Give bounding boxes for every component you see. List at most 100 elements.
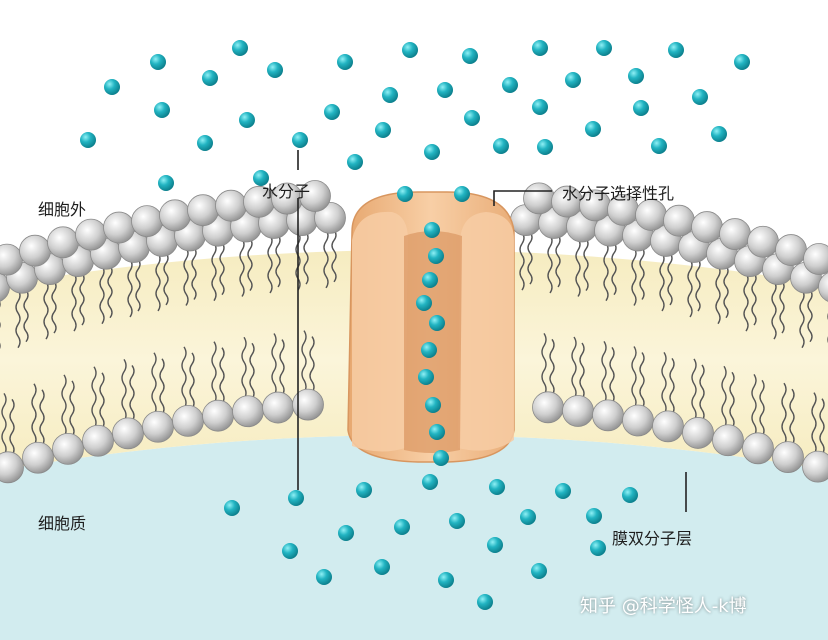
water-molecule <box>253 170 269 186</box>
lipid-head <box>19 234 51 267</box>
lipid-tail <box>267 234 273 294</box>
water-molecule <box>493 138 509 154</box>
label-bilayer: 膜双分子层 <box>612 529 693 548</box>
water-molecule <box>433 450 449 466</box>
lipid-tail <box>527 231 533 285</box>
lipid-head <box>112 417 144 450</box>
lipid-tail <box>155 252 161 312</box>
lipid-tail <box>771 280 777 340</box>
lipid-tail <box>721 365 727 429</box>
water-molecule <box>537 139 553 155</box>
lipid-tail <box>31 383 37 447</box>
lipid-tail <box>729 371 735 429</box>
water-molecule <box>418 369 434 385</box>
lipid-tail <box>519 231 525 291</box>
lipid-head <box>803 243 828 275</box>
water-molecule <box>232 40 248 56</box>
lipid-tail <box>275 234 281 288</box>
water-molecule <box>449 513 465 529</box>
lipid-tail <box>181 346 187 410</box>
lipid-tail <box>39 389 45 447</box>
water-molecule <box>292 132 308 148</box>
lipid-tail <box>61 374 67 438</box>
lipid-tail <box>819 398 825 456</box>
lipid-head <box>652 410 684 443</box>
lipid-tail <box>211 242 217 302</box>
label-selective-pore: 水分子选择性孔 <box>562 184 675 203</box>
lipid-tail <box>687 258 693 318</box>
water-molecule <box>596 40 612 56</box>
lipid-tail <box>639 247 645 300</box>
lipid-tail <box>639 352 645 409</box>
lipid-head <box>202 399 234 432</box>
lipid-head <box>818 272 828 302</box>
water-molecule <box>104 79 120 95</box>
lipid-head <box>172 404 204 437</box>
label-water-molecule: 水分子 <box>262 182 311 201</box>
lipid-tail <box>129 364 135 422</box>
water-molecule <box>590 540 606 556</box>
water-molecule <box>487 537 503 553</box>
lipid-tail <box>743 272 749 332</box>
lipid-head <box>47 226 79 259</box>
water-molecule <box>422 474 438 490</box>
lipid-head <box>719 218 751 250</box>
lipid-head <box>299 180 331 212</box>
lipid-tail <box>159 358 165 416</box>
water-molecule <box>586 508 602 524</box>
lipid-head <box>262 391 294 424</box>
water-molecule <box>532 40 548 56</box>
lipid-tail <box>659 252 665 312</box>
lipid-tail <box>107 265 113 319</box>
lipid-head <box>232 395 264 428</box>
water-molecule <box>555 483 571 499</box>
lipid-head <box>159 199 191 232</box>
lipid-tail <box>23 289 29 343</box>
lipid-tail <box>661 351 667 415</box>
water-molecule <box>382 87 398 103</box>
lipid-tail <box>99 265 105 325</box>
lipid-tail <box>579 342 585 400</box>
water-molecule <box>438 572 454 588</box>
lipid-tail <box>323 229 329 289</box>
water-molecule <box>394 519 410 535</box>
water-molecule <box>489 479 505 495</box>
lipid-tail <box>189 352 195 410</box>
lipid-tail <box>751 373 757 437</box>
water-molecule <box>437 82 453 98</box>
pore-leader <box>493 190 552 206</box>
lipid-tail <box>723 265 729 319</box>
lipid-tail <box>163 252 169 306</box>
water-molecule <box>80 132 96 148</box>
lipid-tail <box>779 280 785 334</box>
water-molecule <box>651 138 667 154</box>
water-molecule <box>520 509 536 525</box>
water-molecule <box>424 144 440 160</box>
water-molecule <box>462 48 478 64</box>
lipid-tail <box>583 238 589 291</box>
lipid-tail <box>79 272 85 326</box>
water-molecule <box>477 594 493 610</box>
lipid-tail <box>611 242 617 296</box>
lipid-head <box>82 424 114 457</box>
lipid-head <box>103 211 135 244</box>
lipid-tail <box>71 272 77 332</box>
water-molecule <box>158 175 174 191</box>
lipid-head <box>187 194 219 227</box>
water-molecule <box>711 126 727 142</box>
lipid-tail <box>301 330 307 393</box>
channel-pore <box>404 231 462 453</box>
water-molecule <box>375 122 391 138</box>
lipid-tail <box>99 372 105 430</box>
lipid-tail <box>51 280 57 334</box>
lipid-head <box>532 391 564 424</box>
lipid-tail <box>807 289 813 343</box>
lipid-tail <box>303 231 309 285</box>
water-molecule <box>288 490 304 506</box>
lipid-head <box>52 432 84 465</box>
lipid-head <box>622 404 654 437</box>
water-molecule <box>267 62 283 78</box>
lipid-tail <box>811 392 817 456</box>
water-molecule <box>316 569 332 585</box>
